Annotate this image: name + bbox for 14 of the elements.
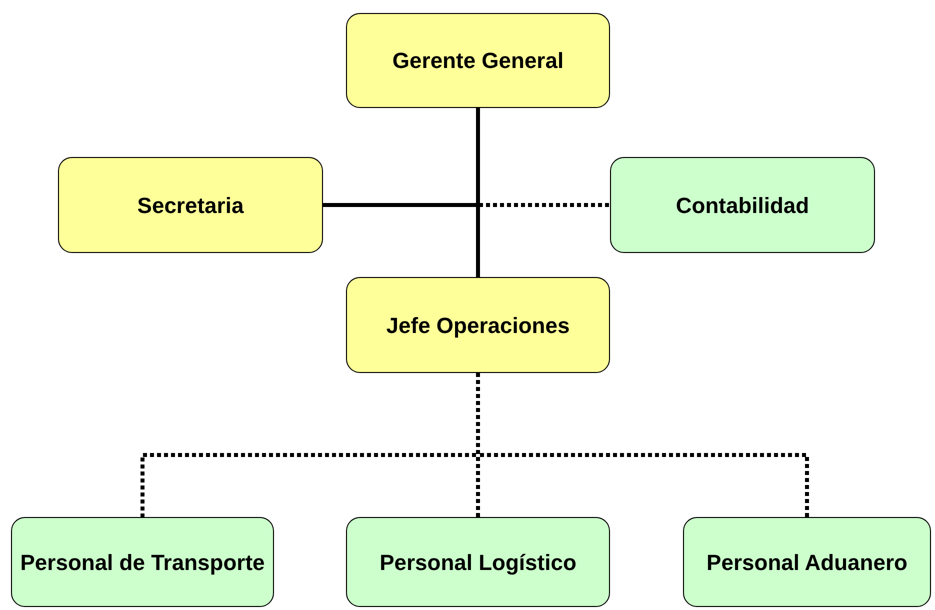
- box-label: Personal Aduanero: [706, 548, 908, 576]
- org-box: [11, 517, 274, 607]
- org-box: [346, 13, 610, 108]
- box-label: Personal de Transporte: [20, 548, 265, 577]
- org-box: [683, 517, 931, 607]
- box-label: Jefe Operaciones: [386, 312, 570, 340]
- org-box: [346, 277, 610, 373]
- box-label: Gerente General: [392, 47, 564, 75]
- box-label: Personal Logístico: [380, 548, 576, 577]
- box-label: Contabilidad: [676, 192, 810, 220]
- org-box: [346, 517, 610, 607]
- box-label: Secretaria: [137, 192, 244, 220]
- org-box: [610, 157, 875, 253]
- org-box: [58, 157, 323, 253]
